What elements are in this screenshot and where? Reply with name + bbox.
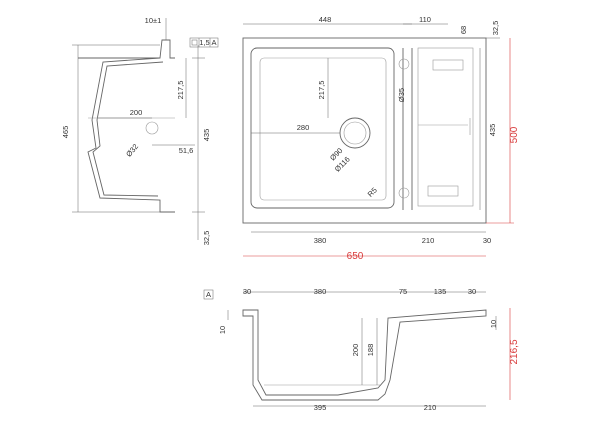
dim-51-6: 51,6 [179, 146, 194, 155]
flatness-datum: A [211, 38, 216, 47]
side-view: 465 435 32,5 217,5 200 Ø32 51,6 10±1 1,5… [61, 16, 219, 246]
dim-448: 448 [319, 15, 332, 24]
dim-188: 188 [366, 344, 375, 357]
section-datum: A [206, 290, 211, 299]
flatness-frame [189, 37, 219, 48]
dim-217-5-top: 217,5 [317, 81, 326, 100]
flatness-icon [191, 39, 198, 46]
dim-30-top: 30 [483, 236, 491, 245]
side-profile-outer [78, 39, 175, 213]
drain-outer [339, 117, 371, 149]
tolerance-top: 10±1 [145, 16, 162, 25]
dim-500: 500 [509, 126, 520, 143]
section-profile-outer [242, 309, 487, 401]
side-profile-inner [92, 61, 164, 197]
dim-280: 280 [297, 123, 310, 132]
bowl-outline [250, 47, 395, 209]
dim-tap-68: 68 [459, 26, 468, 34]
dim-32-5-side: 32,5 [202, 231, 211, 246]
dim-210-section: 210 [424, 403, 437, 412]
dim-650: 650 [347, 251, 364, 262]
dim-216-5: 216,5 [509, 339, 520, 364]
dim-110: 110 [419, 15, 431, 24]
dim-30-right: 30 [468, 287, 476, 296]
drain-hole-circle [145, 121, 159, 135]
dim-200-side: 200 [130, 108, 143, 117]
dim-465: 465 [61, 126, 70, 139]
top-view: 448 110 68 32,5 217,5 Ø35 280 Ø90 Ø116 R… [242, 15, 520, 262]
flatness-value: 1,5 [199, 38, 209, 47]
bowl-inner [259, 57, 387, 201]
drainer-area [417, 47, 474, 207]
drain-inner [343, 121, 367, 145]
dim-380-top: 380 [314, 236, 327, 245]
tap-hole [398, 58, 410, 70]
dim-435: 435 [202, 129, 211, 142]
dim-r5: R5 [366, 186, 379, 199]
dim-217-5-side: 217,5 [176, 81, 185, 100]
dim-395: 395 [314, 403, 327, 412]
dim-200-section: 200 [351, 344, 360, 357]
dim-drainer-10: 10 [489, 320, 498, 328]
dim-135: 135 [434, 287, 447, 296]
dim-210-top: 210 [422, 236, 435, 245]
dim-435-top: 435 [488, 124, 497, 137]
dim-tap-35: Ø35 [397, 88, 406, 102]
dim-drain-hole: Ø32 [124, 142, 140, 159]
section-view: A 30 380 75 135 30 10 200 188 10 216,5 3… [203, 287, 520, 412]
dim-30-left: 30 [243, 287, 251, 296]
sink-outline [242, 37, 487, 224]
dim-32-5-top: 32,5 [491, 21, 500, 36]
dim-75: 75 [399, 287, 407, 296]
dim-rim-10: 10 [218, 326, 227, 334]
dim-380-section: 380 [314, 287, 327, 296]
